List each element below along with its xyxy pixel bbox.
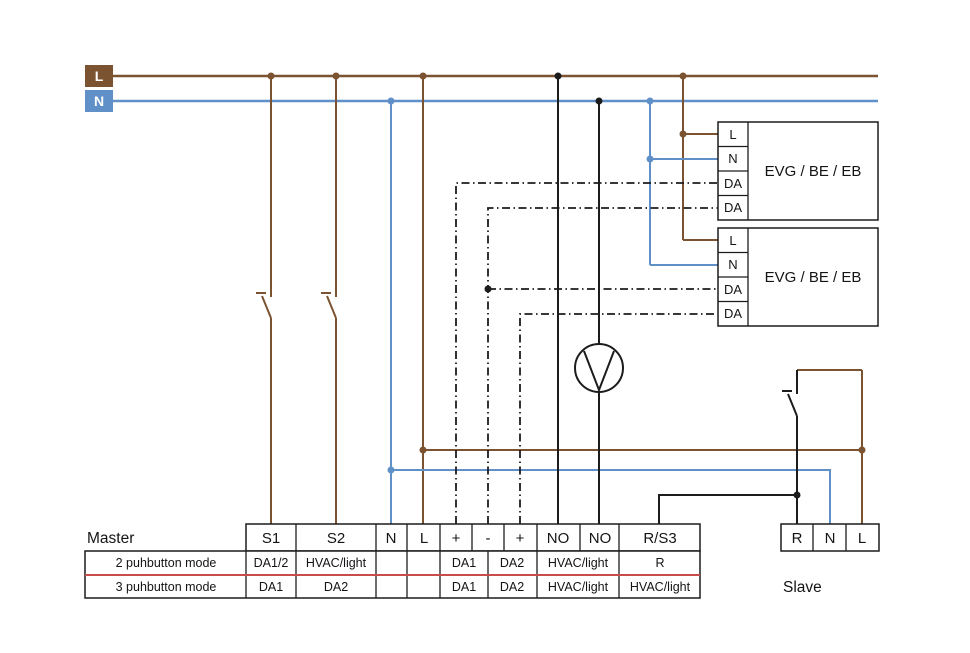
mode3-s2: DA2 [324, 580, 348, 594]
da-minus-wire [487, 207, 718, 524]
evg-unit-1: L N DA DA EVG / BE / EB [717, 121, 879, 221]
rs3-signal-wire [658, 494, 797, 524]
evg2-terminal-da1: DA [724, 282, 742, 297]
mode3-label: 3 puhbutton mode [116, 580, 217, 594]
evg2-terminal-n: N [728, 257, 737, 272]
supply-l-terminal: L [85, 65, 113, 87]
mode2-s1: DA1/2 [254, 556, 289, 570]
dali-wires [455, 182, 718, 524]
slave-pushbutton-switch-icon [782, 390, 798, 417]
mode2-rs3: R [655, 556, 664, 570]
mode3-rs3: HVAC/light [630, 580, 691, 594]
da-plus1-wire [455, 182, 718, 524]
mode3-da1: DA1 [452, 580, 476, 594]
mode2-da2: DA2 [500, 556, 524, 570]
terminal-da-plus1: + [452, 530, 461, 547]
supply-n-terminal: N [85, 90, 113, 112]
da-plus2-wire [519, 313, 718, 524]
evg1-terminal-da2: DA [724, 200, 742, 215]
terminal-l: L [420, 530, 428, 547]
n-box [85, 90, 113, 112]
terminal-da-plus2: + [516, 530, 525, 547]
s1-pushbutton-switch-icon [256, 292, 272, 319]
l-box [85, 65, 113, 87]
mode2-da1: DA1 [452, 556, 476, 570]
slave-terminal-l: L [858, 530, 866, 547]
s2-pushbutton-switch-icon [321, 292, 337, 319]
evg-unit-2: L N DA DA EVG / BE / EB [717, 227, 879, 327]
terminal-s1: S1 [262, 530, 280, 547]
slave-terminal-n: N [825, 530, 836, 547]
power-rails [113, 74, 878, 103]
mode2-no: HVAC/light [548, 556, 609, 570]
terminal-no2: NO [589, 530, 612, 547]
master-terminal-block: S1 S2 N L + - + NO NO R/S3 [245, 523, 701, 552]
evg2-terminal-da2: DA [724, 306, 742, 321]
evg1-terminal-l: L [729, 127, 736, 142]
fan-symbol-icon [574, 343, 624, 393]
slave-terminal-block: R N L [780, 523, 880, 552]
evg2-label: EVG / BE / EB [765, 269, 862, 286]
evg1-label: EVG / BE / EB [765, 163, 862, 180]
terminal-da-minus: - [486, 530, 491, 547]
slave-label: Slave [783, 579, 822, 596]
master-label: Master [87, 530, 134, 547]
evg1-terminal-n: N [728, 151, 737, 166]
terminal-n: N [386, 530, 397, 547]
master-mode-table: 2 puhbutton mode DA1/2 HVAC/light DA1 DA… [84, 550, 701, 599]
mode2-label: 2 puhbutton mode [116, 556, 217, 570]
evg2-terminal-l: L [729, 233, 736, 248]
evg1-terminal-da1: DA [724, 176, 742, 191]
junction-dots [267, 72, 866, 499]
mode2-s2: HVAC/light [306, 556, 367, 570]
mode3-da2: DA2 [500, 580, 524, 594]
mode3-no: HVAC/light [548, 580, 609, 594]
mode3-s1: DA1 [259, 580, 283, 594]
terminal-rs3: R/S3 [643, 530, 676, 547]
terminal-s2: S2 [327, 530, 345, 547]
n-box-label: N [94, 93, 104, 109]
slave-n-wire [391, 469, 831, 524]
switched-wires [557, 76, 798, 524]
slave-terminal-r: R [792, 530, 803, 547]
l-box-label: L [95, 68, 104, 84]
terminal-no1: NO [547, 530, 570, 547]
